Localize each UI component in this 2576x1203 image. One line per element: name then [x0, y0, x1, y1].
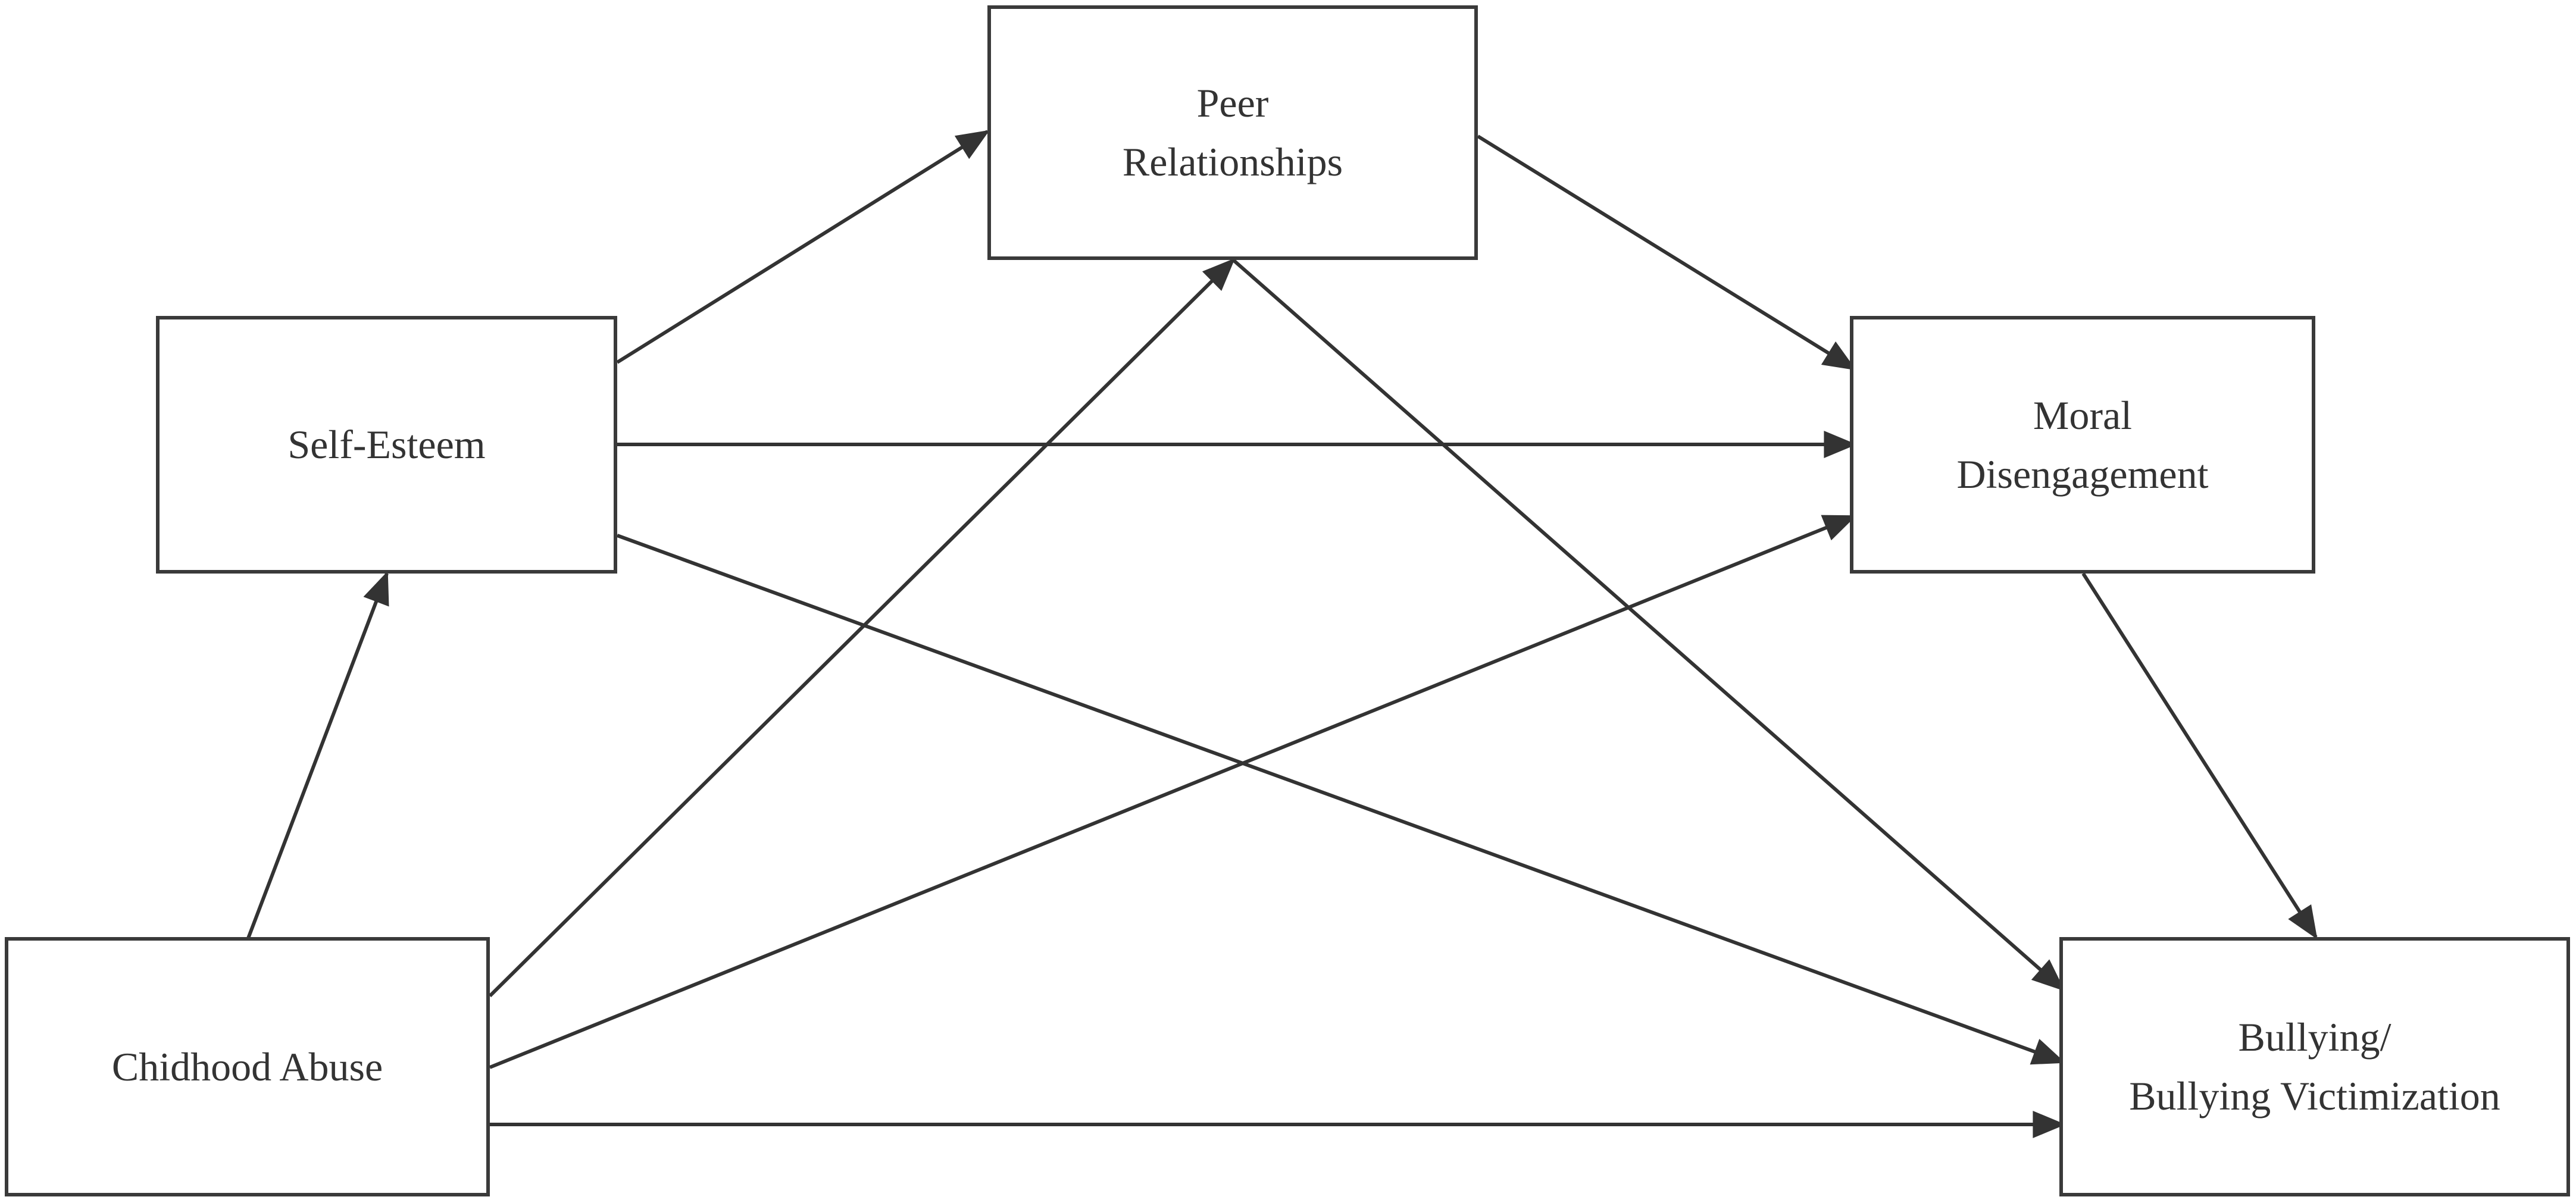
label-line: Chidhood Abuse: [111, 1044, 383, 1089]
edge-self-esteem-to-bullying: [616, 534, 2066, 1065]
label-line: Disengagement: [1956, 451, 2209, 497]
edge-childhood-abuse-to-peer-relationships: [488, 258, 1236, 998]
node-moral-disengagement-label: Moral Disengagement: [1957, 386, 2209, 503]
label-line: Bullying/: [2238, 1014, 2391, 1060]
label-line: Moral: [2033, 392, 2133, 438]
edge-self-esteem-to-peer-relationships: [616, 130, 990, 364]
label-line: Peer: [1196, 80, 1269, 126]
label-line: Bullying Victimization: [2129, 1073, 2500, 1119]
node-bullying-label: Bullying/ Bullying Victimization: [2129, 1008, 2500, 1125]
edges-group: [246, 130, 2318, 1138]
node-peer-relationships-label: Peer Relationships: [1123, 74, 1343, 191]
node-childhood-abuse-label: Chidhood Abuse: [112, 1038, 383, 1097]
edge-peer-relationships-to-bullying: [1232, 258, 2065, 992]
node-self-esteem: Self-Esteem: [156, 316, 617, 574]
edge-moral-disengagement-to-bullying: [2081, 572, 2318, 939]
label-line: Self-Esteem: [287, 422, 486, 468]
edge-peer-relationships-to-moral-disengagement: [1477, 134, 1856, 371]
node-moral-disengagement: Moral Disengagement: [1850, 316, 2315, 574]
node-self-esteem-label: Self-Esteem: [287, 415, 485, 474]
node-peer-relationships: Peer Relationships: [987, 5, 1478, 260]
node-bullying: Bullying/ Bullying Victimization: [2059, 937, 2570, 1196]
node-childhood-abuse: Chidhood Abuse: [5, 937, 490, 1196]
label-line: Relationships: [1122, 139, 1343, 184]
edge-childhood-abuse-to-self-esteem: [246, 571, 389, 939]
